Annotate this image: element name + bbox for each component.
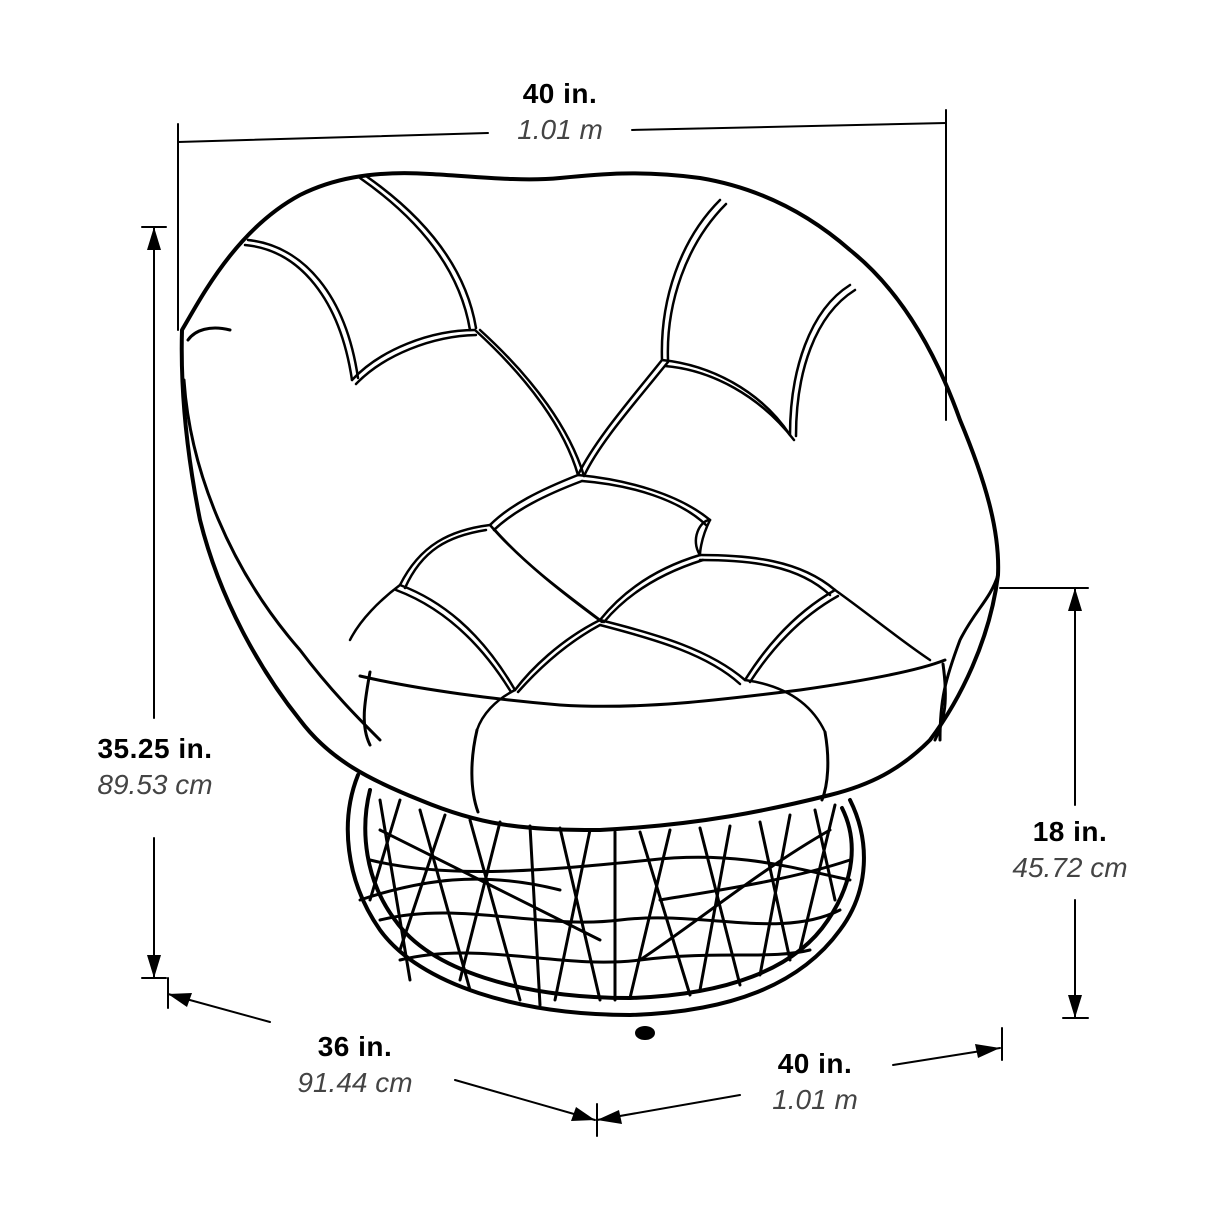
wicker-base [345, 773, 866, 1040]
cushion-tuft-seams [243, 174, 932, 734]
top-width-imperial: 40 in. [522, 78, 598, 109]
height-imperial: 35.25 in. [97, 733, 213, 764]
dimension-height-line [141, 226, 167, 979]
depth-metric: 91.44 cm [297, 1067, 413, 1098]
dimension-depth-label: 36 in. 91.44 cm [260, 1033, 450, 1097]
top-width-metric: 1.01 m [517, 114, 603, 145]
dimension-top-width-label: 40 in. 1.01 m [460, 80, 660, 144]
dimension-base-width-line [596, 1027, 1003, 1137]
height-metric: 89.53 cm [97, 769, 213, 800]
dimension-depth-line [167, 977, 596, 1121]
cushion-rim [182, 378, 382, 742]
wicker-weave [358, 798, 852, 1007]
base-width-imperial: 40 in. [777, 1048, 853, 1079]
seat-height-metric: 45.72 cm [1012, 852, 1128, 883]
dimension-base-width-label: 40 in. 1.01 m [735, 1050, 895, 1114]
dimension-seat-height-label: 18 in. 45.72 cm [985, 818, 1155, 882]
dimension-seat-height-line [999, 587, 1089, 1019]
base-width-metric: 1.01 m [772, 1084, 858, 1115]
depth-imperial: 36 in. [317, 1031, 393, 1062]
cushion-outline [179, 171, 1001, 832]
seat-height-imperial: 18 in. [1032, 816, 1108, 847]
dimension-height-label: 35.25 in. 89.53 cm [60, 735, 250, 799]
dimension-top-width-line [177, 109, 947, 421]
